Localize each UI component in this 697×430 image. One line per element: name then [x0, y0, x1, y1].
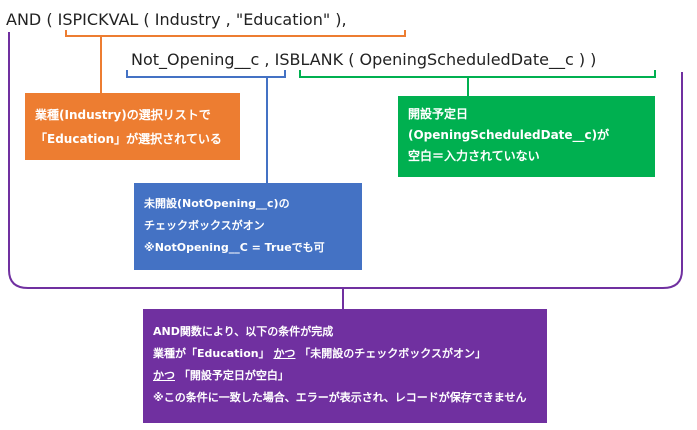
note-purple-line-1: AND関数により、以下の条件が完成 [153, 325, 334, 338]
summary-and-1: かつ [273, 347, 296, 360]
blue-bracket [126, 70, 286, 78]
note-orange-line-1: 業種(Industry)の選択リストで [35, 108, 211, 122]
ispickval-expression: ISPICKVAL ( Industry , "Education" ) [57, 10, 342, 29]
note-purple-line-4: ※この条件に一致した場合、エラーが表示され、レコードが保存できません [153, 391, 527, 404]
note-and-summary: AND関数により、以下の条件が完成 業種が「Education」 かつ 「未開設… [143, 309, 547, 423]
summary-date-blank: 「開設予定日が空白」 [178, 369, 289, 382]
code-line-2: Not_Opening__c , ISBLANK ( OpeningSchedu… [131, 50, 596, 70]
note-green-line-2: (OpeningScheduledDate__c)が [408, 128, 610, 142]
and-function-open: AND ( [6, 10, 53, 29]
summary-industry: 業種が「Education」 [153, 347, 270, 360]
note-opening-date-blank: 開設予定日 (OpeningScheduledDate__c)が 空白＝入力され… [398, 96, 655, 177]
orange-bracket [65, 30, 406, 37]
note-orange-line-2: 「Education」が選択されている [35, 132, 222, 146]
note-purple-line-3: かつ 「開設予定日が空白」 [153, 365, 547, 387]
isblank-expression: ISBLANK ( OpeningScheduledDate__c ) [274, 50, 586, 69]
note-blue-line-2: チェックボックスがオン [144, 219, 265, 232]
note-not-opening-checkbox: 未開設(NotOpening__c)の チェックボックスがオン ※NotOpen… [134, 183, 362, 270]
not-opening-field: Not_Opening__c [131, 50, 260, 69]
note-purple-line-2: 業種が「Education」 かつ 「未開設のチェックボックスがオン」 [153, 343, 547, 365]
and-function-close: ) [590, 50, 597, 69]
note-green-line-3: 空白＝入力されていない [408, 149, 540, 163]
purple-bracket [8, 32, 683, 289]
summary-checkbox: 「未開設のチェックボックスがオン」 [299, 347, 486, 360]
green-bracket [299, 70, 656, 78]
code-line-1: AND ( ISPICKVAL ( Industry , "Education"… [6, 10, 347, 30]
comma-2: , [264, 50, 270, 69]
note-green-line-1: 開設予定日 [408, 107, 469, 121]
summary-and-2: かつ [153, 369, 175, 382]
note-blue-line-1: 未開設(NotOpening__c)の [144, 197, 290, 210]
note-industry-education: 業種(Industry)の選択リストで 「Education」が選択されている [25, 93, 240, 160]
comma-1: , [341, 10, 347, 29]
note-blue-line-3: ※NotOpening__C = Trueでも可 [144, 241, 325, 254]
